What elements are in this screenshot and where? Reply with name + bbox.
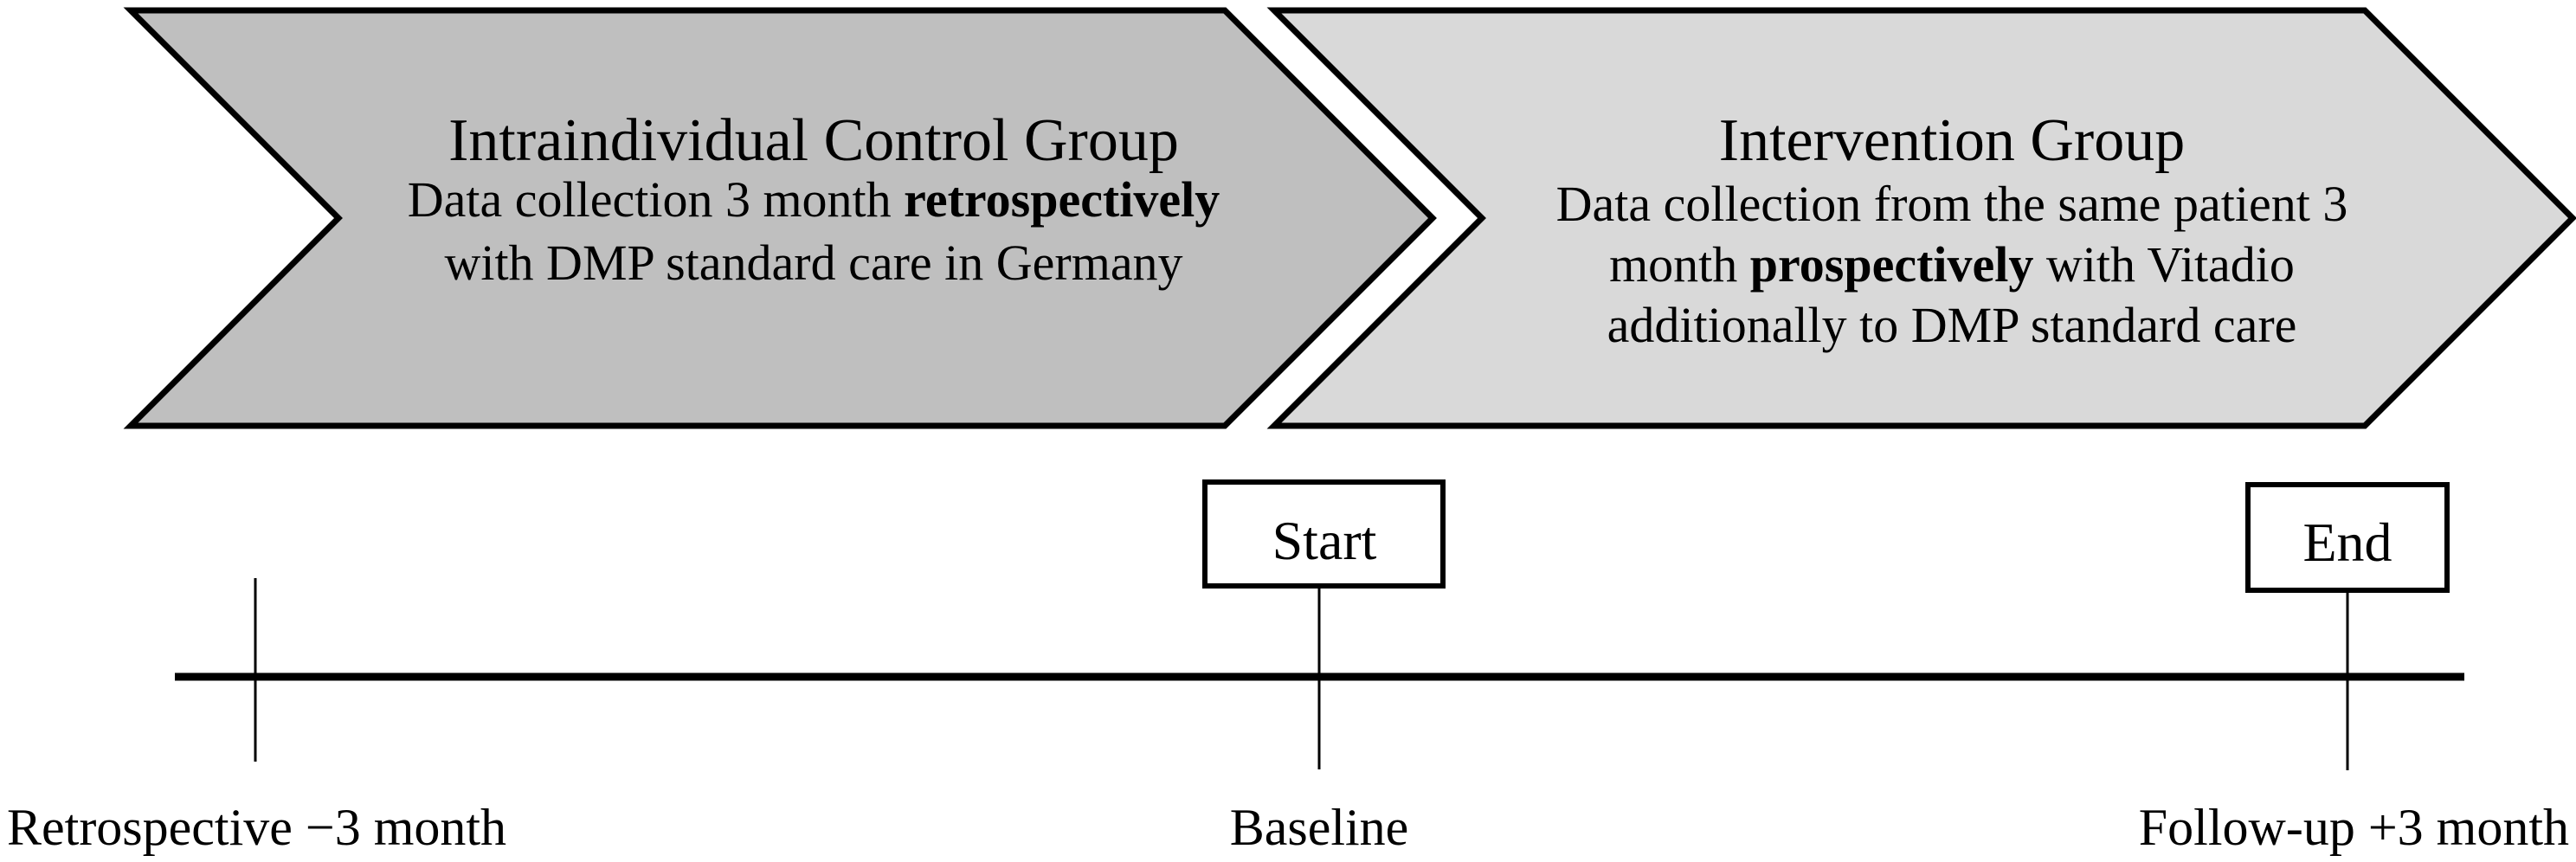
intervention-group-title: Intervention Group (1719, 107, 2185, 174)
control-group-title: Intraindividual Control Group (448, 107, 1179, 174)
control-group-line1-pre: Data collection 3 month (408, 171, 904, 228)
control-group-line1-bold: retrospectively (904, 171, 1220, 228)
intervention-group-line1: Data collection from the same patient 3 (1556, 176, 2348, 232)
intervention-group-line3: additionally to DMP standard care (1607, 297, 2297, 353)
control-group-chevron (123, 7, 1437, 429)
intervention-group-line2: month prospectively with Vitadio (1609, 236, 2295, 293)
baseline-label: Baseline (1230, 799, 1409, 856)
start-box (1202, 479, 1446, 589)
intervention-group-line2-post: with Vitadio (2046, 236, 2295, 293)
control-group-line2: with DMP standard care in Germany (444, 235, 1182, 291)
intervention-group-line2-pre: month (1609, 236, 1750, 293)
intervention-group-chevron (1266, 7, 2576, 429)
followup-label: Follow-up +3 month (2139, 799, 2569, 856)
retrospective-label: Retrospective −3 month (7, 799, 506, 856)
intervention-group-line2-bold: prospectively (1750, 236, 2034, 293)
start-box-label: Start (1272, 510, 1377, 571)
control-group-line1: Data collection 3 month retrospectively (408, 171, 1220, 228)
end-box-label: End (2302, 511, 2392, 573)
end-box (2245, 482, 2450, 593)
